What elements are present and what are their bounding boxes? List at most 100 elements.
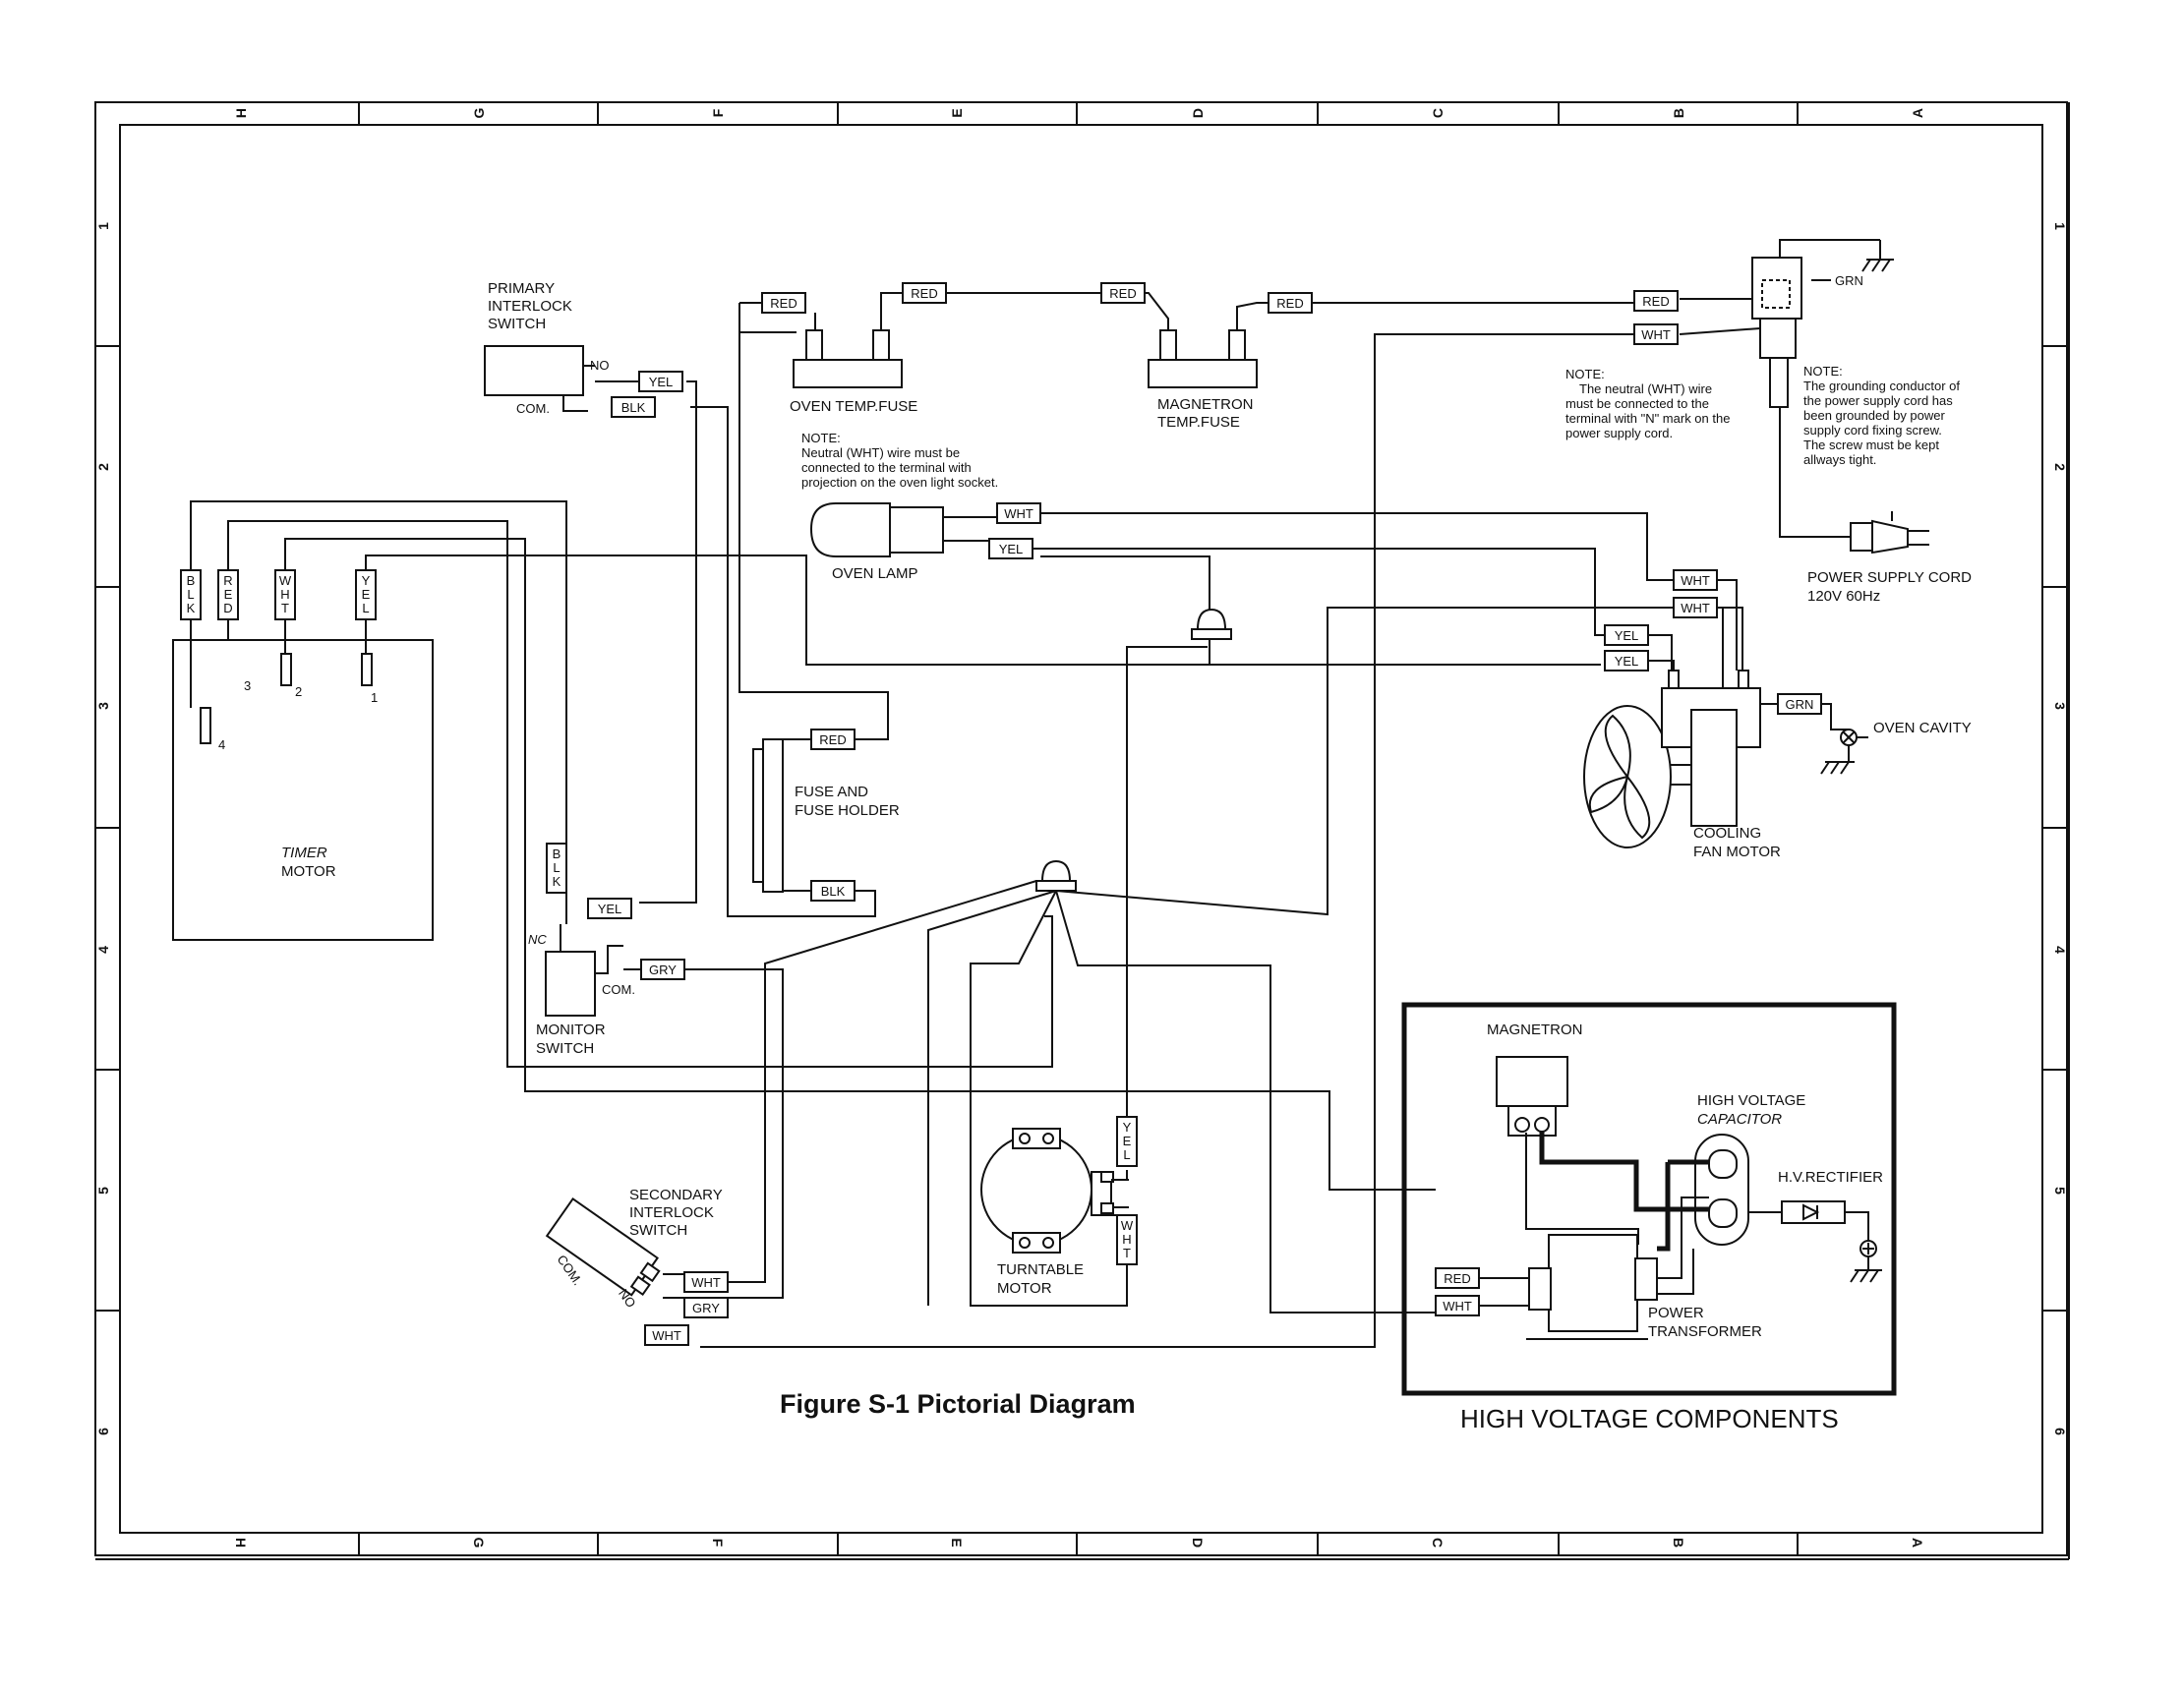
ground-note-line-7: allways tight. — [1803, 452, 1876, 467]
secondary-interlock-label-2: INTERLOCK — [629, 1204, 714, 1221]
wire-tag-yel-primary: YEL — [649, 375, 674, 389]
monitor-switch-label-1: MONITOR — [536, 1022, 606, 1038]
wire-tag-box — [638, 371, 683, 392]
hv-title: HIGH VOLTAGE COMPONENTS — [1460, 1404, 1839, 1433]
wire-tag-blk-fuseholder: BLK — [821, 884, 846, 899]
wire-tag-v-red-timer-char: R — [223, 573, 232, 588]
lamp-note-line-4: projection on the oven light socket. — [801, 475, 998, 490]
secondary-interlock-label-3: SWITCH — [629, 1222, 687, 1239]
primary-no-label: NO — [590, 358, 610, 373]
grid-row-label: 1 — [2052, 222, 2068, 230]
power-cord-label-2: 120V 60Hz — [1807, 588, 1880, 605]
grid-row-label: 1 — [95, 222, 111, 230]
ground-note-line-1: NOTE: — [1803, 364, 1843, 379]
wire-tag-v-wht-timer-char: W — [279, 573, 292, 588]
neutral-note-line-3: must be connected to the — [1565, 396, 1709, 411]
turntable-motor: TURNTABLE MOTOR — [980, 1128, 1129, 1297]
turntable-motor-label-2: MOTOR — [997, 1280, 1052, 1297]
wire-tag-v-yel-timer-char: L — [362, 601, 369, 615]
wire-tag-box — [180, 569, 202, 620]
wire-tag-v-wht-turntable-char: H — [1122, 1232, 1131, 1247]
lamp-note-line-1: NOTE: — [801, 431, 841, 445]
wire-tag-box — [355, 569, 377, 620]
monitor-nc-label: NC — [528, 932, 547, 947]
wire-tag-v-yel-timer-char: E — [362, 587, 371, 602]
ground-note-line-5: supply cord fixing screw. — [1803, 423, 1942, 438]
wire-tag-box — [1633, 323, 1679, 345]
grid-row-label: 4 — [2052, 946, 2068, 954]
wire-tag-v-wht-turntable-char: T — [1123, 1246, 1131, 1260]
wire-tag-box — [1435, 1267, 1480, 1289]
wire-tag-red-fuseholder: RED — [819, 732, 846, 747]
wire-tag-yel-lamp: YEL — [999, 542, 1024, 556]
grid-column-label: D — [1190, 108, 1206, 118]
power-transformer-label-2: TRANSFORMER — [1648, 1323, 1762, 1340]
wire-tag-box — [902, 282, 947, 304]
wire-tag-box — [217, 569, 239, 620]
grid-row-label: 3 — [95, 702, 111, 710]
grid-row-label: 2 — [95, 463, 111, 471]
power-supply-cord: GRN POWER SUPPLY CORD 120V 60Hz — [1751, 239, 1972, 605]
wire-tag-box — [587, 898, 632, 919]
neutral-note-line-2: The neutral (WHT) wire — [1579, 381, 1712, 396]
grid-column-label: E — [949, 108, 965, 117]
grid-column-label: B — [1671, 108, 1686, 118]
oven-cavity-label: OVEN CAVITY — [1873, 720, 1972, 736]
wire-tag-box — [1604, 624, 1649, 646]
wire-tag-v-yel-turntable-char: L — [1123, 1147, 1130, 1162]
turntable-motor-label-1: TURNTABLE — [997, 1261, 1084, 1278]
wire-tag-red-fuse-left: RED — [770, 296, 797, 311]
magnetron-temp-fuse: MAGNETRON TEMP.FUSE — [1148, 329, 1258, 431]
grid-row-label: 5 — [95, 1187, 111, 1195]
wire-tag-box — [1268, 292, 1313, 314]
grid-column-label: H — [233, 108, 249, 118]
wire-tag-wht-sec-2: WHT — [652, 1328, 681, 1343]
wire-tag-box — [683, 1271, 729, 1293]
wire-tag-blk-primary: BLK — [621, 400, 646, 415]
primary-interlock-label-1: PRIMARY — [488, 280, 555, 297]
oven-temp-fuse: OVEN TEMP.FUSE — [790, 329, 917, 415]
wiring — [190, 292, 1849, 1348]
wire-tag-box — [644, 1324, 689, 1346]
monitor-switch-label-2: SWITCH — [536, 1040, 594, 1057]
high-voltage-box: HIGH VOLTAGE COMPONENTS — [1401, 1002, 1897, 1433]
wire-tag-wht-cord: WHT — [1641, 327, 1671, 342]
wire-tag-gry-sec: GRY — [692, 1301, 720, 1315]
wire-tag-box — [1435, 1295, 1480, 1316]
ground-note: NOTE: The grounding conductor of the pow… — [1803, 364, 1960, 467]
wire-tag-wht-fan-1: WHT — [1681, 573, 1710, 588]
timer-terminal-1: 1 — [371, 690, 378, 705]
wire-tag-box — [611, 396, 656, 418]
figure-caption: Figure S-1 Pictorial Diagram — [780, 1389, 1136, 1419]
wire-tag-box — [1604, 650, 1649, 671]
hv-wiring — [1525, 1131, 1709, 1295]
grid-column-label: A — [1910, 1538, 1925, 1547]
wire-tag-box — [1100, 282, 1146, 304]
timer-terminal-2: 2 — [295, 684, 302, 699]
grid-row-label: 2 — [2052, 463, 2068, 471]
wire-tag-v-blk-monitor-char: L — [553, 860, 560, 875]
wire-tag-gry-monitor: GRY — [649, 963, 677, 977]
neutral-note-line-1: NOTE: — [1565, 367, 1605, 381]
wire-tag-v-blk-timer-char: B — [187, 573, 196, 588]
hv-capacitor-label-1: HIGH VOLTAGE — [1697, 1092, 1805, 1109]
oven-cavity-ground: OVEN CAVITY — [1820, 720, 1972, 775]
wire-tag-v-red-timer-char: D — [223, 601, 232, 615]
oven-temp-fuse-label: OVEN TEMP.FUSE — [790, 398, 917, 415]
wire-tag-box — [1673, 597, 1718, 618]
neutral-note-line-4: terminal with "N" mark on the — [1565, 411, 1730, 426]
wire-tag-box — [810, 729, 856, 750]
power-transformer: POWER TRANSFORMER — [1526, 1234, 1762, 1340]
wire-tag-v-blk-monitor-char: B — [553, 846, 561, 861]
wire-tag-v-blk-timer-char: L — [187, 587, 194, 602]
oven-lamp-label: OVEN LAMP — [832, 565, 918, 582]
grid-column-label: G — [471, 107, 487, 118]
grid-column-label: G — [471, 1538, 487, 1548]
wire-tag-yel-fan-2: YEL — [1615, 654, 1639, 669]
grid-column-label: C — [1430, 1538, 1446, 1547]
wire-tag-box — [996, 502, 1041, 524]
connector-block-lower — [1035, 859, 1077, 892]
hv-rectifier-label: H.V.RECTIFIER — [1778, 1169, 1883, 1186]
grid-row-label: 4 — [95, 946, 111, 954]
